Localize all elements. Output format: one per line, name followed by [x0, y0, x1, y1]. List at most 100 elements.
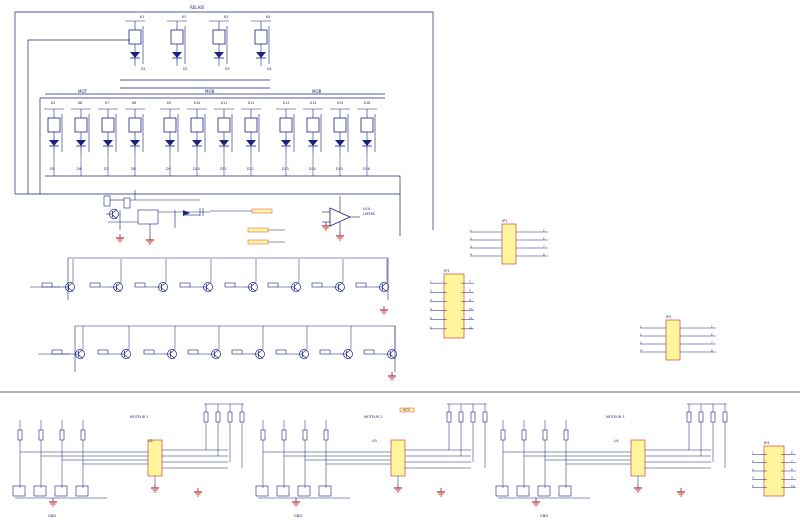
section-gnd-2: GND	[294, 514, 302, 518]
diode-ref-D10: D10	[193, 167, 200, 171]
relay-K14	[302, 108, 324, 155]
j3pins-pin-12: 12	[469, 325, 473, 329]
j4pins-pin-4: 4	[752, 476, 754, 480]
j1pins-pin-3: 3	[470, 244, 472, 248]
j4pins-pin-2: 2	[752, 459, 754, 463]
relay-ref-K7: K7	[105, 101, 109, 105]
diode-ref-D4: D4	[267, 67, 272, 71]
chain1-resistor-7	[311, 282, 323, 288]
j2pins-pin-1: 1	[640, 324, 642, 328]
diode-ref-D1: D1	[141, 67, 146, 71]
relay-K3	[208, 20, 230, 67]
diode-ref-D14: D14	[309, 167, 316, 171]
relay-ref-K8: K8	[132, 101, 136, 105]
middle-relay-row: K5D5K6D6K7D7K8D8K9D9K10D10K11D11K12D12K1…	[43, 101, 378, 176]
section-1-pullup-3	[59, 429, 65, 441]
section-2-pullup-4	[323, 429, 329, 441]
diode-ref-D15: D15	[336, 167, 343, 171]
motor-driver-sections	[12, 403, 728, 507]
relay-ref-K13: K13	[283, 101, 289, 105]
diode-ref-D12: D12	[247, 167, 254, 171]
chain1-transistor-8	[375, 282, 389, 292]
chain2-transistor-6	[295, 349, 309, 359]
section-1-pullup-1	[17, 429, 23, 441]
section-3-out-res-3	[710, 411, 716, 423]
relay-K11	[213, 108, 235, 155]
diode-ref-D13: D13	[282, 167, 289, 171]
relay-K4	[250, 20, 272, 67]
j4pins-pin-3: 3	[752, 467, 754, 471]
section-2-opto-1	[255, 485, 269, 497]
relay-K13	[275, 108, 297, 155]
section-3-opto-1	[495, 485, 509, 497]
chain2-transistor-7	[339, 349, 353, 359]
relay-ref-K11: K11	[221, 101, 227, 105]
vcc-flag	[399, 407, 415, 413]
j3pins-pin-8: 8	[469, 289, 471, 293]
j3pins-pin-9: 9	[469, 298, 471, 302]
j2pins-pin-3: 3	[640, 340, 642, 344]
section-title-2: MOTEUR 2	[364, 415, 382, 419]
relay-ref-K14: K14	[310, 101, 316, 105]
chain1-resistor-2	[89, 282, 101, 288]
j2pins-pin-8: 8	[711, 348, 713, 352]
vcc-label: VCC	[403, 408, 411, 412]
section-2-opto-2	[276, 485, 290, 497]
j2pins-pin-4: 4	[640, 348, 642, 352]
section-3-gnd	[531, 497, 541, 507]
relay-K1	[124, 20, 146, 67]
section-2-out-res-1	[446, 411, 452, 423]
relay-K16	[356, 108, 378, 155]
section-3-out-res-2	[698, 411, 704, 423]
section-2-pullup-2	[281, 429, 287, 441]
relay-K5	[43, 108, 65, 155]
diode-ref-D8: D8	[131, 167, 136, 171]
section-2-out-res-3	[470, 411, 476, 423]
section-1-out-res-3	[227, 411, 233, 423]
section-2-out-gnd	[436, 487, 446, 497]
diode-ref-D3: D3	[225, 67, 230, 71]
relay-K15	[329, 108, 351, 155]
chain1-transistor-3	[154, 282, 168, 292]
relay-ref-K10: K10	[194, 101, 200, 105]
diode-ref-D7: D7	[104, 167, 109, 171]
relay-ref-K16: K16	[364, 101, 370, 105]
driver-chain-1	[30, 257, 389, 300]
chain1-transistor-2	[109, 282, 123, 292]
relay-ref-K4: K4	[266, 15, 270, 19]
section-1-out-res-1	[203, 411, 209, 423]
j3pins-pin-7: 7	[469, 280, 471, 284]
chain1-gnd	[379, 305, 389, 315]
relay-ref-K3: K3	[224, 15, 228, 19]
j4pins-pin-7: 7	[791, 459, 793, 463]
section-3-out-res-4	[722, 411, 728, 423]
diode-ref-D6: D6	[77, 167, 82, 171]
section-2-ic-gnd	[393, 483, 403, 493]
j3pins-pin-10: 10	[469, 307, 473, 311]
chain2-transistor-8	[383, 349, 397, 359]
section-2-out-res-4	[482, 411, 488, 423]
section-ic-1: U2	[148, 439, 153, 443]
section-3-opto-2	[516, 485, 530, 497]
j4pins-pin-9: 9	[791, 476, 793, 480]
relay-K9	[159, 108, 181, 155]
diode-ref-D2: D2	[183, 67, 188, 71]
j3pins-pin-1: 1	[430, 280, 432, 284]
j1pins-pin-7: 7	[543, 244, 545, 248]
chain2-transistor-3	[163, 349, 177, 359]
chain1-transistor-4	[199, 282, 213, 292]
section-3-pullup-2	[521, 429, 527, 441]
j2pins-pin-6: 6	[711, 332, 713, 336]
j4pins-pin-10: 10	[791, 484, 795, 488]
relay-K6	[70, 108, 92, 155]
group-label-1: MOT	[78, 89, 88, 94]
section-1-opto-1	[12, 485, 26, 497]
j3pins-pin-11: 11	[469, 316, 473, 320]
chain2-resistor-4	[187, 349, 199, 355]
section-1-ic-gnd	[150, 483, 160, 493]
section-3-ic-gnd	[633, 483, 643, 493]
